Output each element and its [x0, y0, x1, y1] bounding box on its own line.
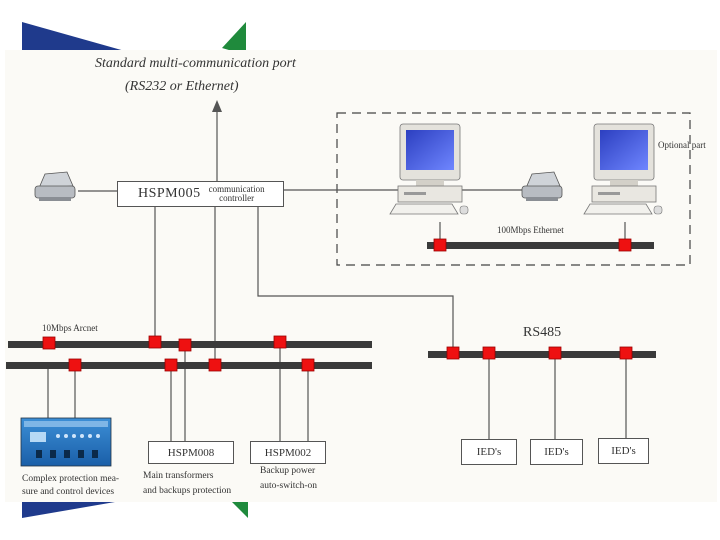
- hspm002-caption-2: auto-switch-on: [260, 481, 317, 491]
- hspm008-caption-1: Main transformers: [143, 471, 214, 481]
- ied-label: IED's: [476, 446, 502, 458]
- port-label: Standard multi-communication port: [95, 56, 296, 71]
- network-nodes: [42, 238, 633, 372]
- computer-icon: [583, 123, 663, 215]
- page-panel: [5, 50, 717, 502]
- ied-box-3: IED's: [598, 438, 649, 464]
- hspm002-name: HSPM002: [264, 446, 312, 459]
- connection-lines: [47, 189, 627, 441]
- controller-desc-line1: communication: [208, 183, 265, 194]
- computer-icon: [389, 123, 469, 215]
- optional-part-label: Optional part: [658, 140, 706, 150]
- port-arrow: [212, 100, 222, 184]
- controller-box: HSPM005 communication controller: [117, 181, 284, 207]
- complex-device-caption-1: Complex protection mea-: [22, 474, 120, 484]
- rs485-label: RS485: [523, 325, 562, 340]
- arcnet-label: 10Mbps Arcnet: [42, 323, 98, 333]
- hspm008-box: HSPM008: [148, 441, 234, 464]
- ied-box-1: IED's: [461, 439, 517, 465]
- hspm002-caption-1: Backup power: [260, 466, 316, 476]
- controller-name: HSPM005: [138, 186, 201, 201]
- rs485-bus: [428, 351, 656, 358]
- ied-label: IED's: [544, 446, 569, 458]
- printer-icon: [521, 171, 563, 201]
- hspm008-name: HSPM008: [167, 446, 215, 459]
- hspm002-box: HSPM002: [250, 441, 326, 464]
- ethernet-bus: [427, 242, 654, 249]
- controller-desc-line2: controller: [219, 193, 255, 203]
- optional-part-box: [336, 112, 691, 266]
- ied-box-2: IED's: [530, 439, 583, 465]
- ethernet-label: 100Mbps Ethernet: [497, 225, 564, 235]
- printer-icon: [34, 171, 76, 201]
- ied-label: IED's: [611, 445, 636, 457]
- port-sub-label: (RS232 or Ethernet): [125, 79, 239, 94]
- complex-device-caption-2: sure and control devices: [22, 487, 115, 497]
- controller-desc: communication controller: [208, 183, 265, 204]
- arcnet-bus-lower: [6, 362, 372, 369]
- hspm008-caption-2: and backups protection: [143, 486, 232, 496]
- protection-device-icon: [20, 417, 112, 467]
